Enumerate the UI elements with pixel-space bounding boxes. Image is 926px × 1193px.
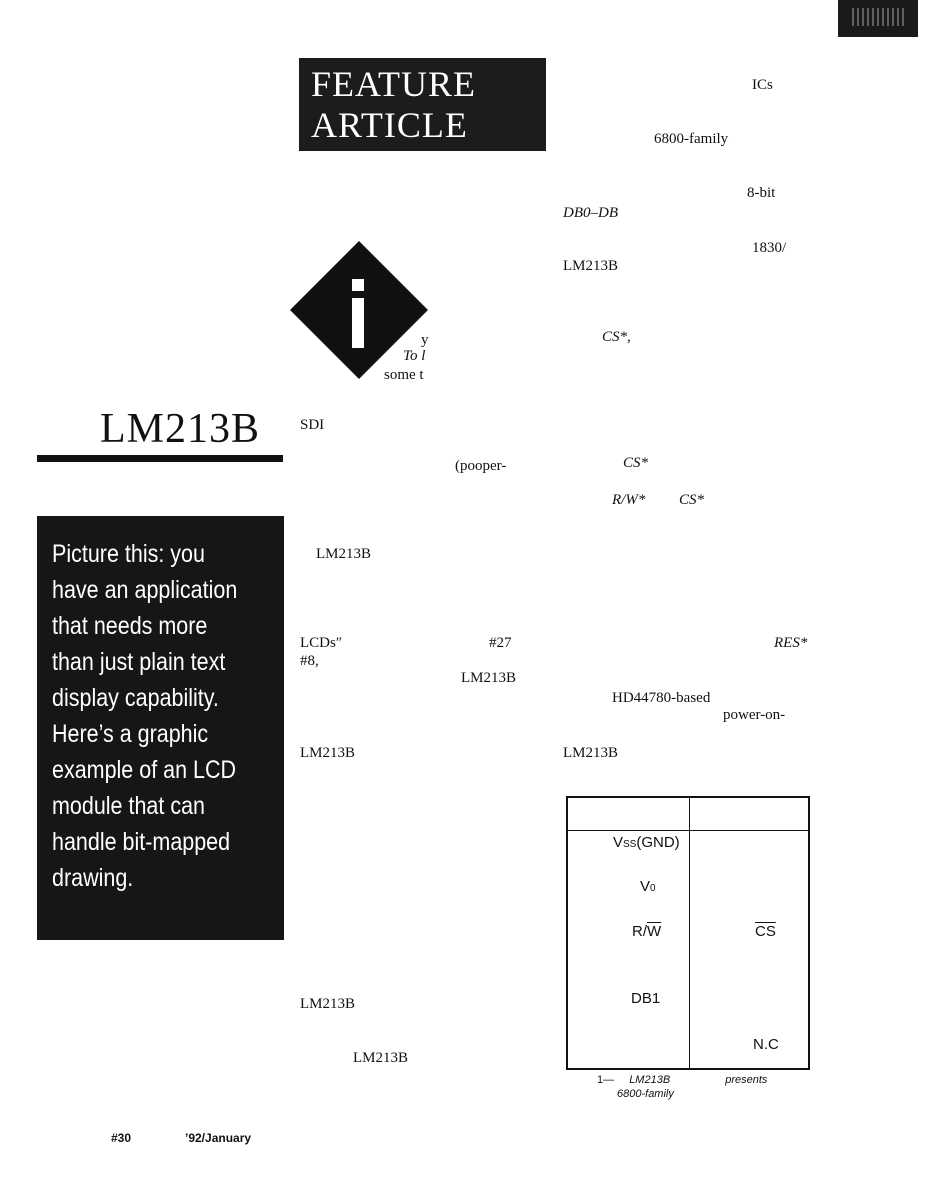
body-fragment: CS*	[679, 492, 705, 508]
body-fragment: LM213B	[563, 745, 619, 761]
pin-cs: CS	[755, 923, 776, 940]
body-fragment: power-on-	[723, 707, 786, 723]
info-icon	[290, 241, 428, 379]
body-fragment: LM213B	[563, 258, 619, 274]
title-rule	[37, 455, 283, 462]
banner-line-2: ARTICLE	[311, 105, 468, 145]
footer-issue-number: #30	[111, 1131, 132, 1145]
drop-cap-fragment-2: To l	[403, 348, 426, 364]
footer-date: ’92/January	[185, 1131, 252, 1145]
drop-cap-fragment-1: y	[421, 332, 429, 348]
body-fragment: DB0–DB	[563, 205, 618, 221]
body-fragment: #27	[489, 635, 512, 651]
body-fragment: LM213B	[316, 546, 372, 562]
body-fragment: HD44780-based	[612, 690, 711, 706]
body-fragment: LM213B	[300, 745, 356, 761]
feature-article-banner: FEATURE ARTICLE	[299, 58, 546, 151]
body-fragment: LM213B	[300, 996, 356, 1012]
body-fragment: R/W*	[612, 492, 646, 508]
table-caption-line-1: 1— LM213B presents	[597, 1074, 768, 1086]
body-fragment: ICs	[752, 77, 773, 93]
table-caption-line-2: 6800-family	[617, 1088, 674, 1100]
body-fragment: 6800-family	[654, 131, 729, 147]
body-fragment: CS*	[623, 455, 649, 471]
body-fragment: 1830/	[752, 240, 787, 256]
body-fragment: LCDs″	[300, 635, 343, 651]
pin-v0: V0	[640, 878, 656, 895]
body-fragment: SDI	[300, 417, 325, 433]
body-fragment: (pooper-	[455, 458, 507, 474]
pin-nc: N.C	[753, 1036, 779, 1053]
body-fragment: LM213B	[353, 1050, 409, 1066]
article-title: LM213B	[100, 406, 261, 452]
deck-box: Picture this: you have an application th…	[37, 516, 284, 940]
deck-text: Picture this: you have an application th…	[52, 540, 238, 892]
pin-assignment-table: VSS(GND) V0 R/W CS DB1 N.C	[566, 796, 810, 1070]
pin-rw: R/W	[632, 923, 662, 940]
drop-cap-fragment-3: some t	[384, 367, 424, 383]
pin-db1: DB1	[631, 990, 661, 1007]
body-fragment: #8,	[300, 653, 319, 669]
body-fragment: LM213B	[461, 670, 517, 686]
body-fragment: CS*,	[602, 329, 631, 345]
body-fragment: RES*	[774, 635, 808, 651]
pin-vss: VSS(GND)	[613, 834, 680, 851]
corner-tab	[838, 0, 918, 37]
banner-line-1: FEATURE	[311, 64, 477, 104]
body-fragment: 8-bit	[747, 185, 776, 201]
